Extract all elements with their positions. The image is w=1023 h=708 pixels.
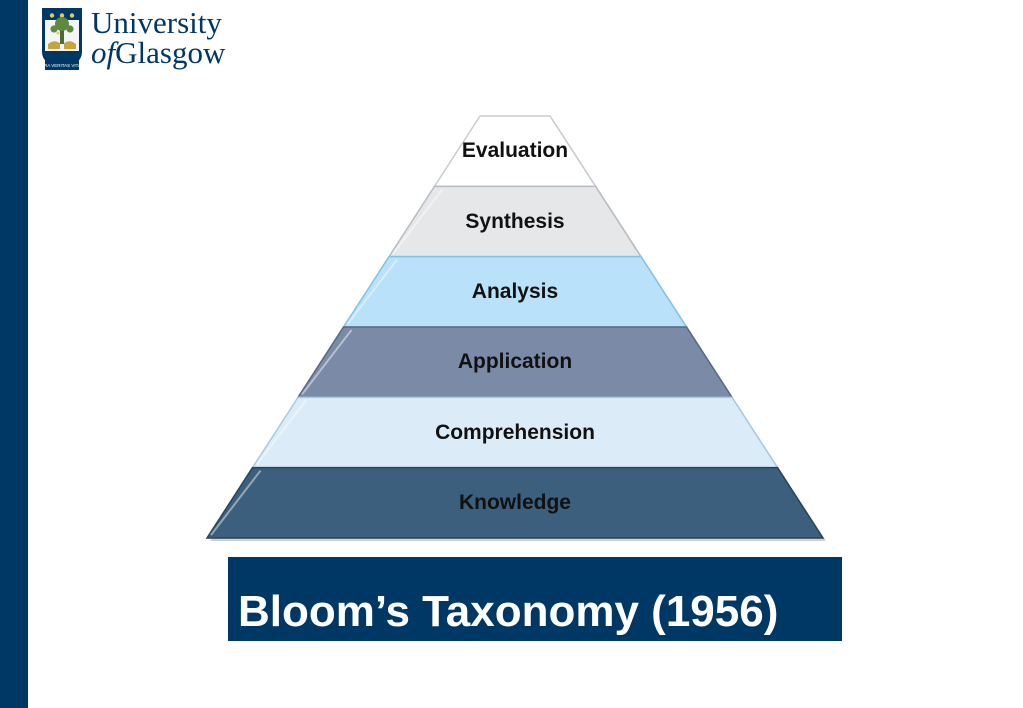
- tier-highlight-comprehension: [255, 399, 307, 466]
- crest-motto: VIA VERITAS VITA: [43, 63, 81, 68]
- tier-label-analysis: Analysis: [471, 279, 559, 303]
- tier-label-synthesis: Synthesis: [465, 209, 565, 233]
- title-banner: Bloom’s Taxonomy (1956): [228, 557, 842, 641]
- tier-highlight-knowledge: [210, 470, 262, 536]
- pyramid-shapes: [205, 115, 826, 541]
- slide-title: Bloom’s Taxonomy (1956): [238, 587, 779, 636]
- wordmark-of: of: [91, 35, 116, 70]
- tier-label-evaluation: Evaluation: [461, 139, 569, 163]
- tier-label-comprehension: Comprehension: [435, 420, 595, 444]
- wordmark-line-1: University: [91, 5, 222, 40]
- wordmark-glasgow: Glasgow: [115, 35, 226, 70]
- left-brand-bar: [0, 0, 28, 708]
- tier-label-knowledge: Knowledge: [458, 490, 571, 514]
- university-logo: VIA VERITAS VITA University ofGlasgow: [42, 5, 242, 74]
- tier-knowledge: [205, 466, 825, 539]
- tier-highlight-analysis: [346, 259, 398, 325]
- crest-icon: [42, 8, 82, 70]
- tier-label-application: Application: [457, 350, 573, 374]
- tier-highlight-synthesis: [392, 188, 444, 255]
- tier-highlight-application: [301, 329, 353, 395]
- tier-highlight-evaluation: [437, 118, 489, 184]
- wordmark-line-2: ofGlasgow: [91, 36, 225, 70]
